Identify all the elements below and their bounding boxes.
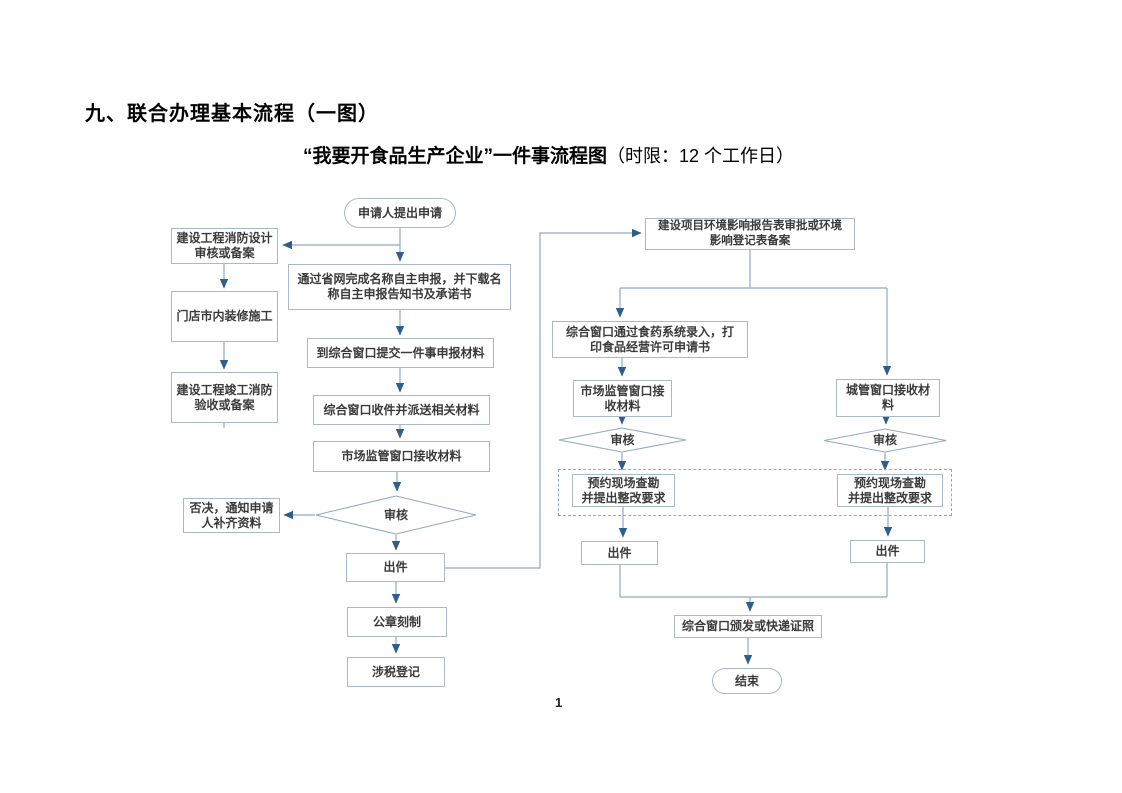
diamond-shape — [823, 428, 947, 453]
flowchart-title: “我要开食品生产企业”一件事流程图（时限：12 个工作日） — [303, 141, 794, 168]
node-market-receive-right: 市场监管窗口接 收材料 — [573, 380, 672, 417]
section-title: 九、联合办理基本流程（一图） — [85, 103, 379, 125]
node-start: 申请人提出申请 — [344, 198, 456, 228]
node-fire-acceptance: 建设工程竣工消防 验收或备案 — [171, 372, 278, 423]
flowchart-title-note: （时限：12 个工作日） — [607, 146, 795, 166]
node-review-center-label: 审核 — [383, 507, 408, 522]
diamond-shape — [315, 495, 477, 535]
node-review-center: 审核 — [315, 495, 477, 535]
node-issue-center: 出件 — [346, 553, 445, 582]
node-issue-right: 出件 — [850, 540, 925, 563]
node-food-system-entry: 综合窗口通过食药系统录入，打 印食品经营许可申请书 — [552, 321, 748, 358]
flowchart-title-main: “我要开食品生产企业”一件事流程图 — [303, 146, 608, 167]
node-receive-dispatch: 综合窗口收件并派送相关材料 — [313, 395, 490, 425]
node-issue-left: 出件 — [581, 541, 658, 565]
page-number: 1 — [555, 695, 563, 710]
node-market-receive: 市场监管窗口接收材料 — [313, 441, 490, 472]
node-site-survey-left: 预约现场查勘 并提出整改要求 — [572, 474, 675, 507]
node-review-left: 审核 — [558, 427, 687, 453]
node-tax-registration: 涉税登记 — [347, 657, 445, 687]
node-shop-decoration: 门店市内装修施工 — [171, 291, 278, 342]
node-end: 结束 — [712, 668, 782, 694]
node-env-approval: 建设项目环境影响报告表审批或环境 影响登记表备案 — [645, 218, 855, 250]
node-review-right-label: 审核 — [872, 433, 897, 447]
node-submit-materials: 到综合窗口提交一件事申报材料 — [307, 338, 494, 368]
node-online-declare: 通过省网完成名称自主申报，并下载名 称自主申报告知书及承诺书 — [288, 264, 511, 310]
node-reject-notice: 否决，通知申请 人补齐资料 — [183, 498, 280, 533]
node-fire-design: 建设工程消防设计 审核或备案 — [171, 228, 278, 264]
site-survey-dashed-zone — [558, 469, 952, 516]
node-license-delivery: 综合窗口颁发或快递证照 — [674, 615, 822, 638]
node-review-right: 审核 — [823, 428, 947, 453]
node-review-left-label: 审核 — [610, 432, 635, 447]
node-site-survey-right: 预约现场查勘 并提出整改要求 — [837, 474, 943, 507]
node-seal-carving: 公章刻制 — [347, 607, 447, 637]
node-urban-receive: 城管窗口接收材 料 — [836, 379, 940, 417]
diamond-shape — [558, 427, 687, 453]
